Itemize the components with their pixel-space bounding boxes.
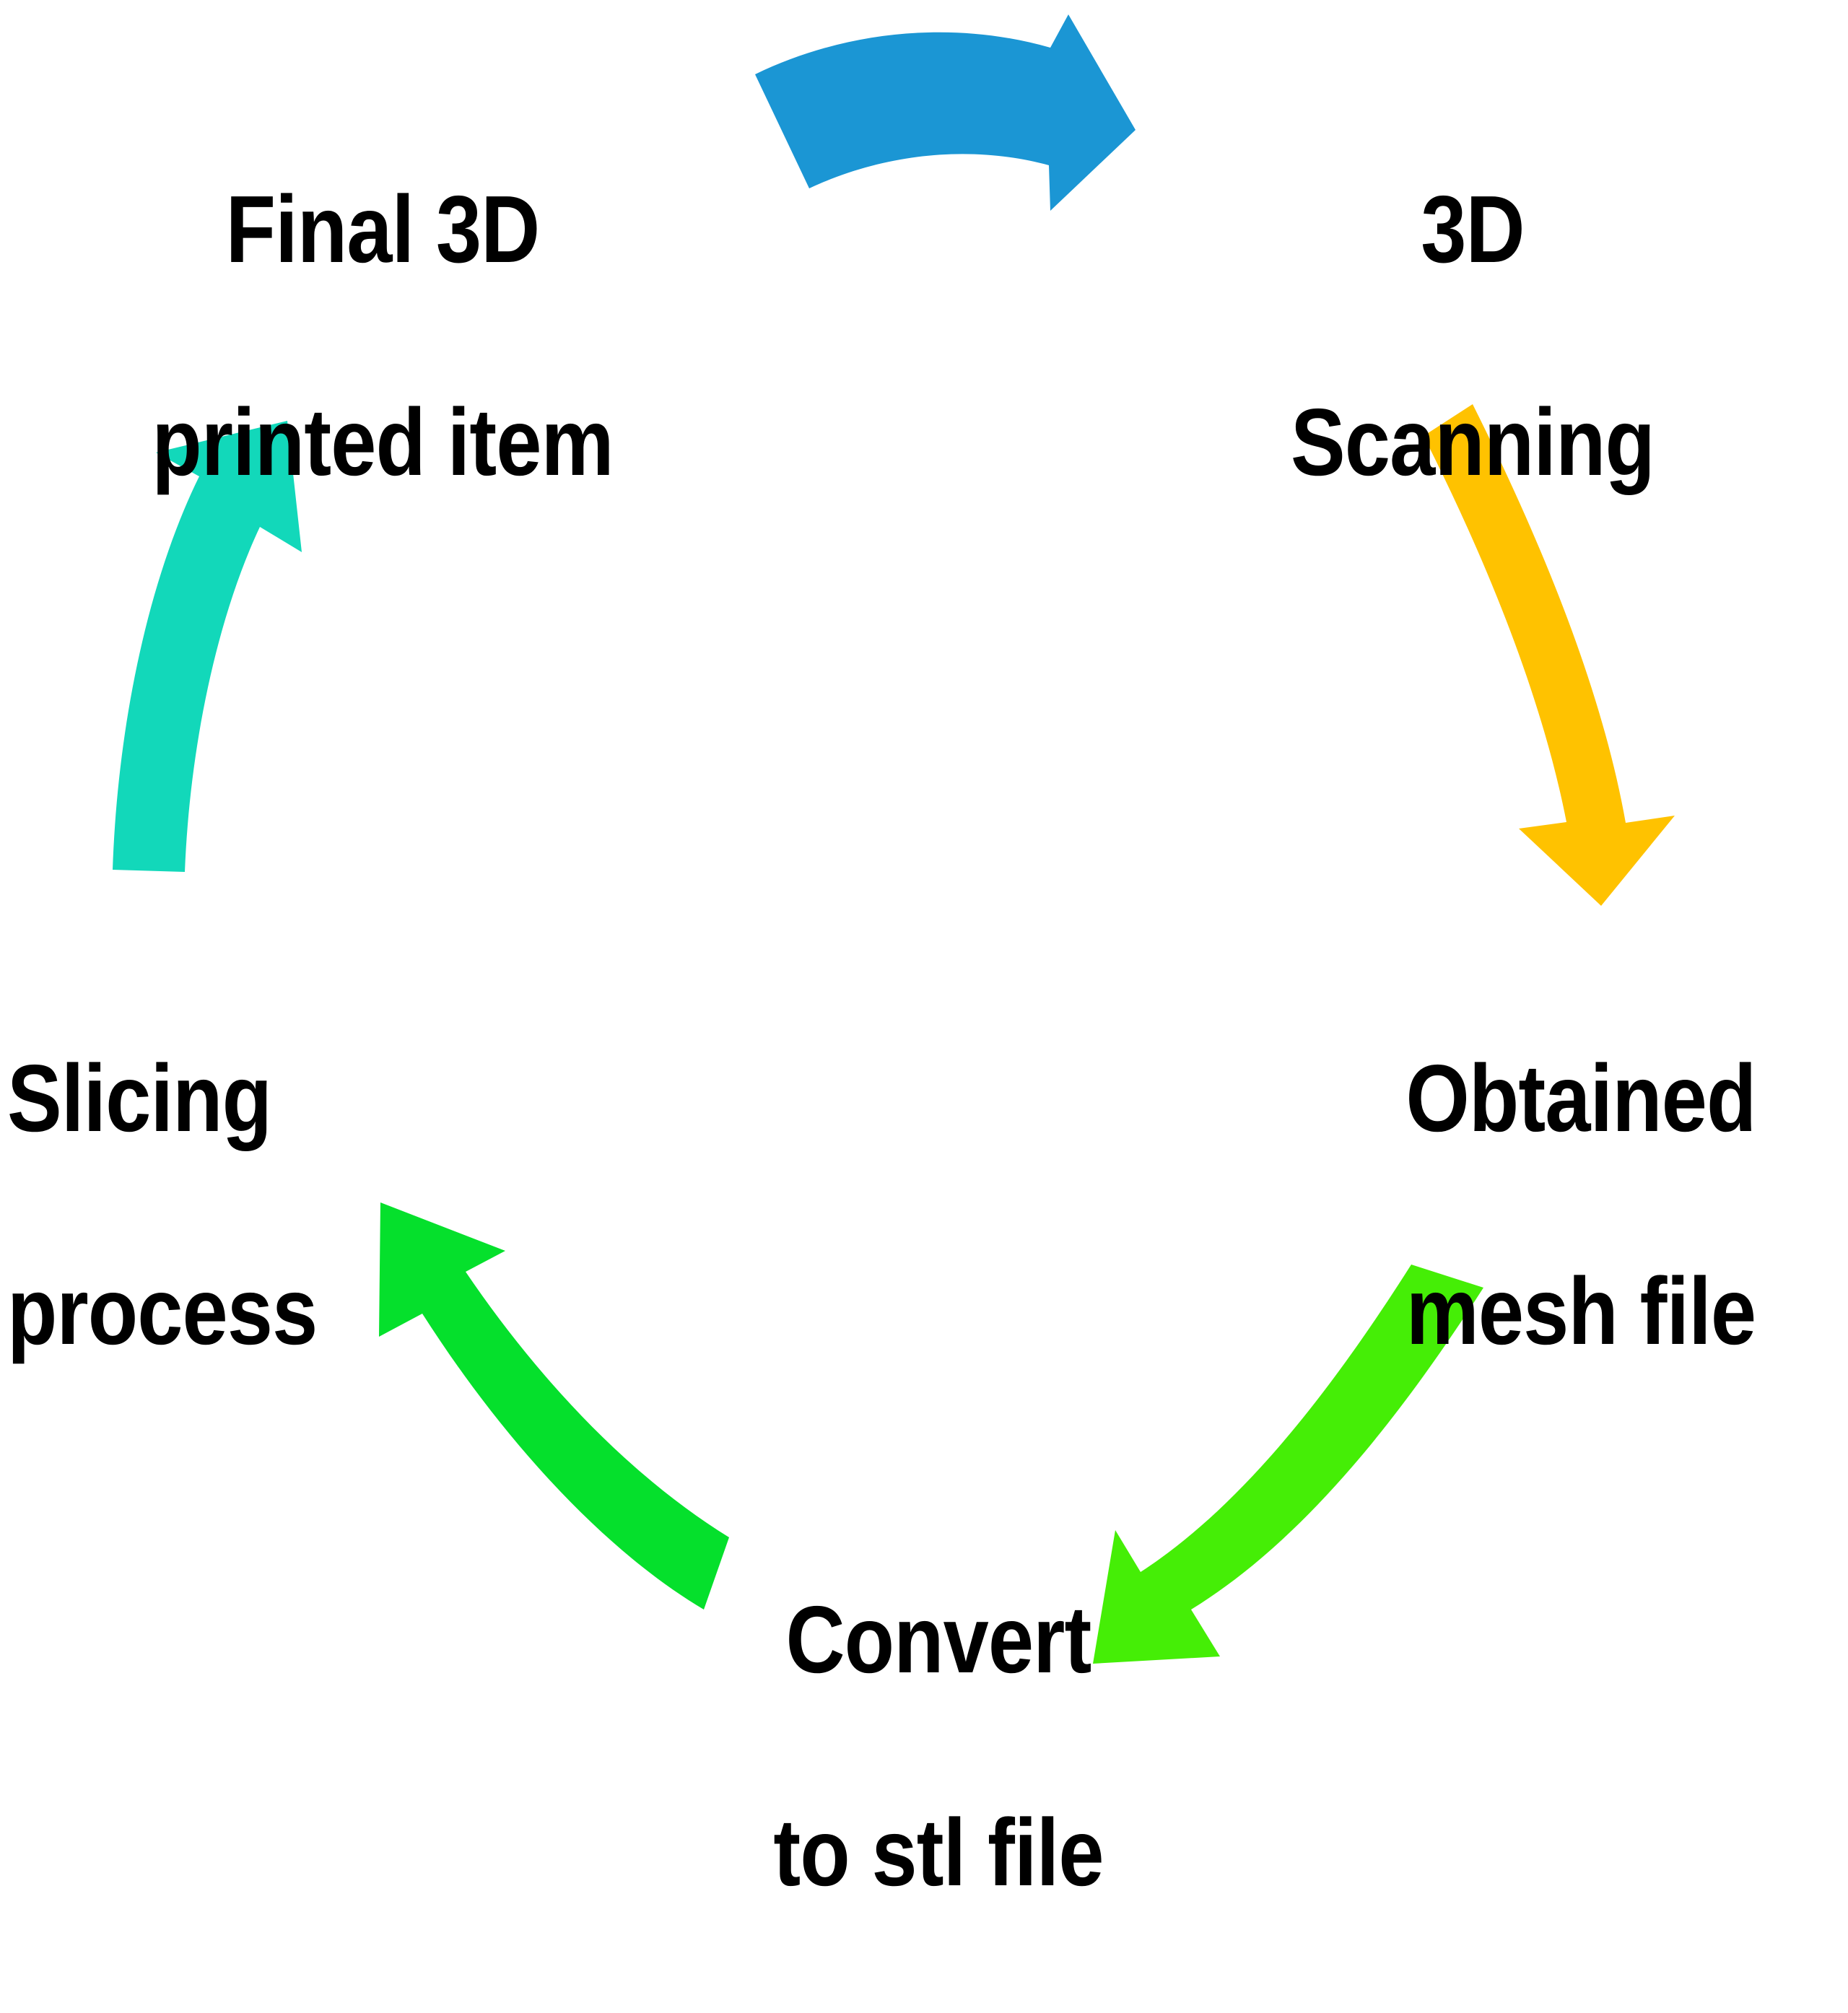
step-label-line-2: to stl file [773, 1799, 1104, 1906]
step-label-line-2: printed item [152, 389, 614, 496]
step-label-line-1: 3D [1421, 175, 1525, 282]
step-label-obtained-mesh-file: Obtained mesh file [1307, 938, 1848, 1472]
arrow-right-yellow-shape [1424, 404, 1675, 906]
arrow-bottom-left-green-shape [379, 1202, 729, 1610]
arrow-left-cyan [113, 421, 302, 872]
arrow-top-blue [755, 14, 1136, 211]
step-label-3d-scanning: 3D Scanning [1220, 69, 1725, 603]
step-label-line-2: mesh file [1405, 1258, 1756, 1365]
step-label-line-2: process [7, 1258, 318, 1365]
cycle-arrows-layer [113, 14, 1675, 1664]
arrow-bottom-right-green-shape [1093, 1265, 1483, 1664]
step-label-slicing-process: Slicing process [7, 938, 455, 1472]
process-cycle-diagram: Final 3D printed item 3D Scanning Obtain… [7, 14, 1848, 1906]
step-label-final-3d-printed-item: Final 3D printed item [108, 69, 657, 603]
step-label-convert-to-stl-file: Convert to stl file [693, 1480, 1184, 2013]
step-label-line-1: Convert [785, 1586, 1092, 1693]
arrow-bottom-right-green [1093, 1265, 1483, 1664]
arrow-top-blue-shape [755, 14, 1136, 211]
step-label-line-1: Slicing [7, 1044, 272, 1151]
step-label-line-1: Final 3D [225, 175, 541, 282]
arrow-bottom-left-green [379, 1202, 729, 1610]
step-label-line-2: Scanning [1290, 389, 1655, 496]
step-label-line-1: Obtained [1405, 1044, 1756, 1151]
arrow-right-yellow [1424, 404, 1675, 906]
arrow-left-cyan-shape [113, 421, 302, 872]
